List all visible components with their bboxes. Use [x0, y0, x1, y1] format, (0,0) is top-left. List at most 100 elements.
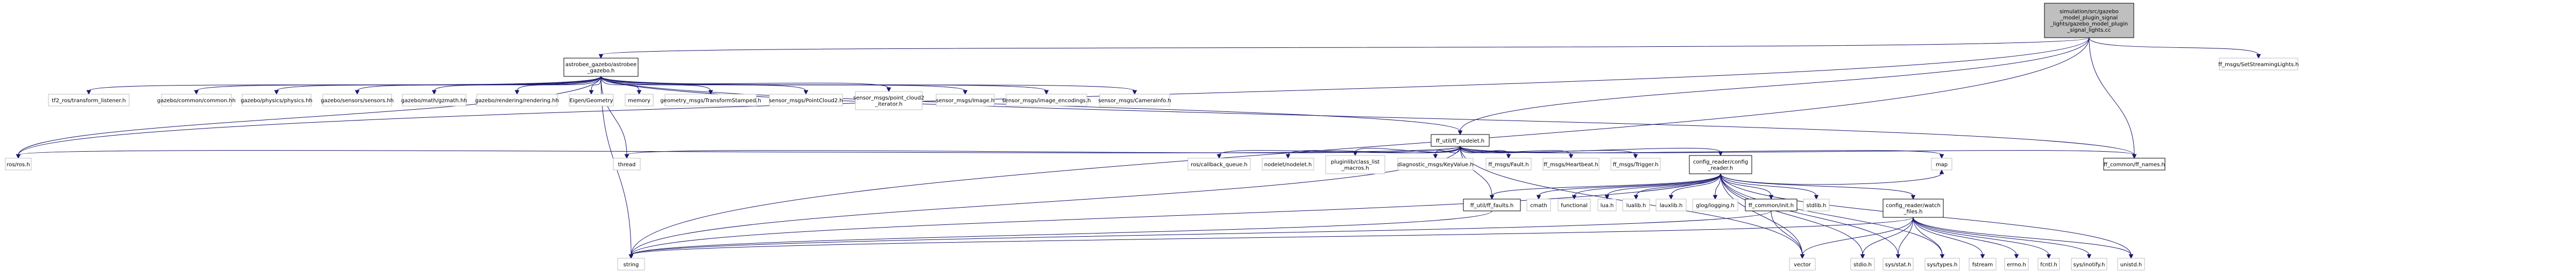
edge-watch-to-vector [1800, 217, 1914, 259]
node-stdio[interactable]: stdio.h [1850, 258, 1875, 271]
edge-ab_gazebo-to-ff_names [600, 76, 2137, 159]
node-label: vector [1794, 262, 1811, 268]
node-label: functional [1561, 203, 1588, 209]
node-label: sys/stat.h [1885, 262, 1911, 268]
edge-ab_gazebo-to-gz_physics [274, 76, 601, 95]
node-label: _reader.h [1708, 166, 1733, 172]
node-unistd[interactable]: unistd.h [2117, 258, 2145, 271]
graph-nodes: simulation/src/gazebo_model_plugin_signa… [5, 3, 2299, 271]
node-root[interactable]: simulation/src/gazebo_model_plugin_signa… [2044, 3, 2134, 38]
node-memory[interactable]: memory [625, 94, 654, 107]
node-gz_math[interactable]: gazebo/math/gzmath.hh [401, 94, 468, 107]
node-label: config_reader/watch [1886, 203, 1941, 209]
node-glog[interactable]: glog/logging.h [1692, 199, 1738, 211]
node-ab_gazebo[interactable]: astrobee_gazebo/astrobee_gazebo.h [563, 58, 639, 77]
node-diag[interactable]: diagnostic_msgs/KeyValue.h [1397, 158, 1474, 171]
node-functional[interactable]: functional [1558, 199, 1591, 211]
node-watch[interactable]: config_reader/watch_files.h [1883, 199, 1944, 218]
node-lauxlib[interactable]: lauxlib.h [1655, 199, 1687, 211]
node-label: string [624, 262, 639, 268]
node-label: gazebo/physics/physics.hh [240, 98, 313, 104]
node-lua[interactable]: lua.h [1597, 199, 1617, 211]
node-label: nodelet/nodelet.h [1264, 162, 1312, 168]
node-label: lualib.h [1626, 203, 1646, 209]
node-ff_faults[interactable]: ff_util/ff_faults.h [1463, 199, 1521, 211]
node-errno[interactable]: errno.h [2004, 258, 2029, 271]
edge-ff_nodelet-to-ff_names [1460, 146, 2137, 159]
node-label: _files.h [1903, 209, 1923, 215]
edge-ab_gazebo-to-ros [16, 76, 601, 159]
edge-ff_nodelet-to-ff_faults [1460, 146, 1495, 200]
node-label: pluginlib/class_list [1331, 159, 1380, 165]
node-label: lua.h [1601, 203, 1614, 209]
node-cmath[interactable]: cmath [1526, 199, 1551, 211]
node-caminfo[interactable]: sensor_msgs/CameraInfo.h [1098, 94, 1171, 107]
node-image[interactable]: sensor_msgs/Image.h [936, 94, 995, 107]
edge-ab_gazebo-to-gz_math [431, 76, 601, 95]
edge-cfg_reader-to-glog [1712, 173, 1721, 200]
node-label: _gazebo.h [587, 68, 615, 74]
edge-ff_nodelet-to-pluginlib [1353, 146, 1461, 157]
edge-cfg_reader-to-map [1720, 169, 1944, 185]
node-trigger[interactable]: ff_msgs/Trigger.h [1610, 158, 1661, 171]
node-label: ros/ros.h [6, 162, 30, 168]
edge-root-to-ff_nodelet [1457, 37, 2090, 136]
node-map[interactable]: map [1931, 158, 1952, 171]
node-cbqueue[interactable]: ros/callback_queue.h [1187, 158, 1251, 171]
node-thread[interactable]: thread [613, 158, 641, 171]
node-tf2_ros[interactable]: tf2_ros/transform_listener.h [48, 94, 130, 107]
node-pc2[interactable]: sensor_msgs/PointCloud2.h [769, 94, 843, 107]
node-gz_common[interactable]: gazebo/common/common.hh [157, 94, 236, 107]
edge-watch-to-errno [1913, 217, 2019, 259]
node-ff_names[interactable]: ff_common/ff_names.h [2103, 158, 2165, 171]
node-label: _signal_lights.cc [2067, 27, 2111, 33]
node-nodelet[interactable]: nodelet/nodelet.h [1262, 158, 1314, 171]
node-set_streaming[interactable]: ff_msgs/SetStreamingLights.h [2218, 58, 2299, 70]
edge-cfg_reader-to-ff_faults [1489, 173, 1721, 200]
node-gz_sensors[interactable]: gazebo/sensors/sensors.hh [321, 94, 394, 107]
node-gz_rendering[interactable]: gazebo/rendering/rendering.hh [475, 94, 559, 107]
node-label: fstream [1972, 262, 1993, 268]
node-lualib[interactable]: lualib.h [1622, 199, 1650, 211]
edge-watch-to-systypes [1913, 217, 1945, 259]
edge-ab_gazebo-to-image_enc [600, 76, 1049, 95]
node-ff_nodelet[interactable]: ff_util/ff_nodelet.h [1431, 134, 1490, 147]
node-fstream[interactable]: fstream [1969, 258, 1997, 271]
node-label: ff_util/ff_faults.h [1470, 203, 1513, 209]
node-label: geometry_msgs/TransformStamped.h [660, 98, 761, 104]
node-fcntl[interactable]: fcntl.h [2037, 258, 2060, 271]
node-label: sensor_msgs/point_cloud2 [853, 95, 924, 101]
node-eigen[interactable]: Eigen/Geometry [569, 94, 614, 107]
node-label: sensor_msgs/PointCloud2.h [769, 98, 843, 104]
edge-ab_gazebo-to-geom_tf [600, 76, 713, 95]
node-string[interactable]: string [617, 258, 645, 271]
node-label: _macros.h [1341, 166, 1369, 172]
node-label: ff_util/ff_nodelet.h [1436, 138, 1484, 144]
edge-root-to-string [628, 37, 2090, 259]
node-heartbeat[interactable]: ff_msgs/Heartbeat.h [1542, 158, 1600, 171]
edge-watch-to-stdio [1860, 217, 1914, 259]
node-ros[interactable]: ros/ros.h [5, 158, 32, 171]
node-cfg_reader[interactable]: config_reader/config_reader.h [1689, 155, 1752, 174]
node-label: simulation/src/gazebo [2060, 9, 2119, 15]
edge-root-to-ab_gazebo [598, 37, 2090, 59]
node-label: cmath [1530, 203, 1547, 209]
node-gz_physics[interactable]: gazebo/physics/physics.hh [240, 94, 313, 107]
edge-watch-to-string [628, 217, 1914, 259]
node-geom_tf[interactable]: geometry_msgs/TransformStamped.h [660, 94, 761, 107]
node-label: gazebo/math/gzmath.hh [401, 98, 468, 104]
edge-ab_gazebo-to-eigen [589, 76, 601, 95]
node-image_enc[interactable]: sensor_msgs/image_encodings.h [1002, 94, 1091, 107]
node-pluginlib[interactable]: pluginlib/class_list_macros.h [1325, 155, 1385, 174]
node-stdlib[interactable]: stdlib.h [1803, 199, 1830, 211]
node-sysstat[interactable]: sys/stat.h [1883, 258, 1914, 271]
node-fault[interactable]: ff_msgs/Fault.h [1485, 158, 1532, 171]
node-vector[interactable]: vector [1789, 258, 1816, 271]
edge-ab_gazebo-to-thread [600, 76, 629, 159]
node-ff_init[interactable]: ff_common/init.h [1745, 199, 1797, 211]
node-pc2_iter[interactable]: sensor_msgs/point_cloud2_iterator.h [853, 91, 924, 110]
node-label: ff_common/ff_names.h [2104, 162, 2165, 168]
node-inotify[interactable]: sys/inotify.h [2071, 258, 2107, 271]
node-systypes[interactable]: sys/types.h [1924, 258, 1960, 271]
